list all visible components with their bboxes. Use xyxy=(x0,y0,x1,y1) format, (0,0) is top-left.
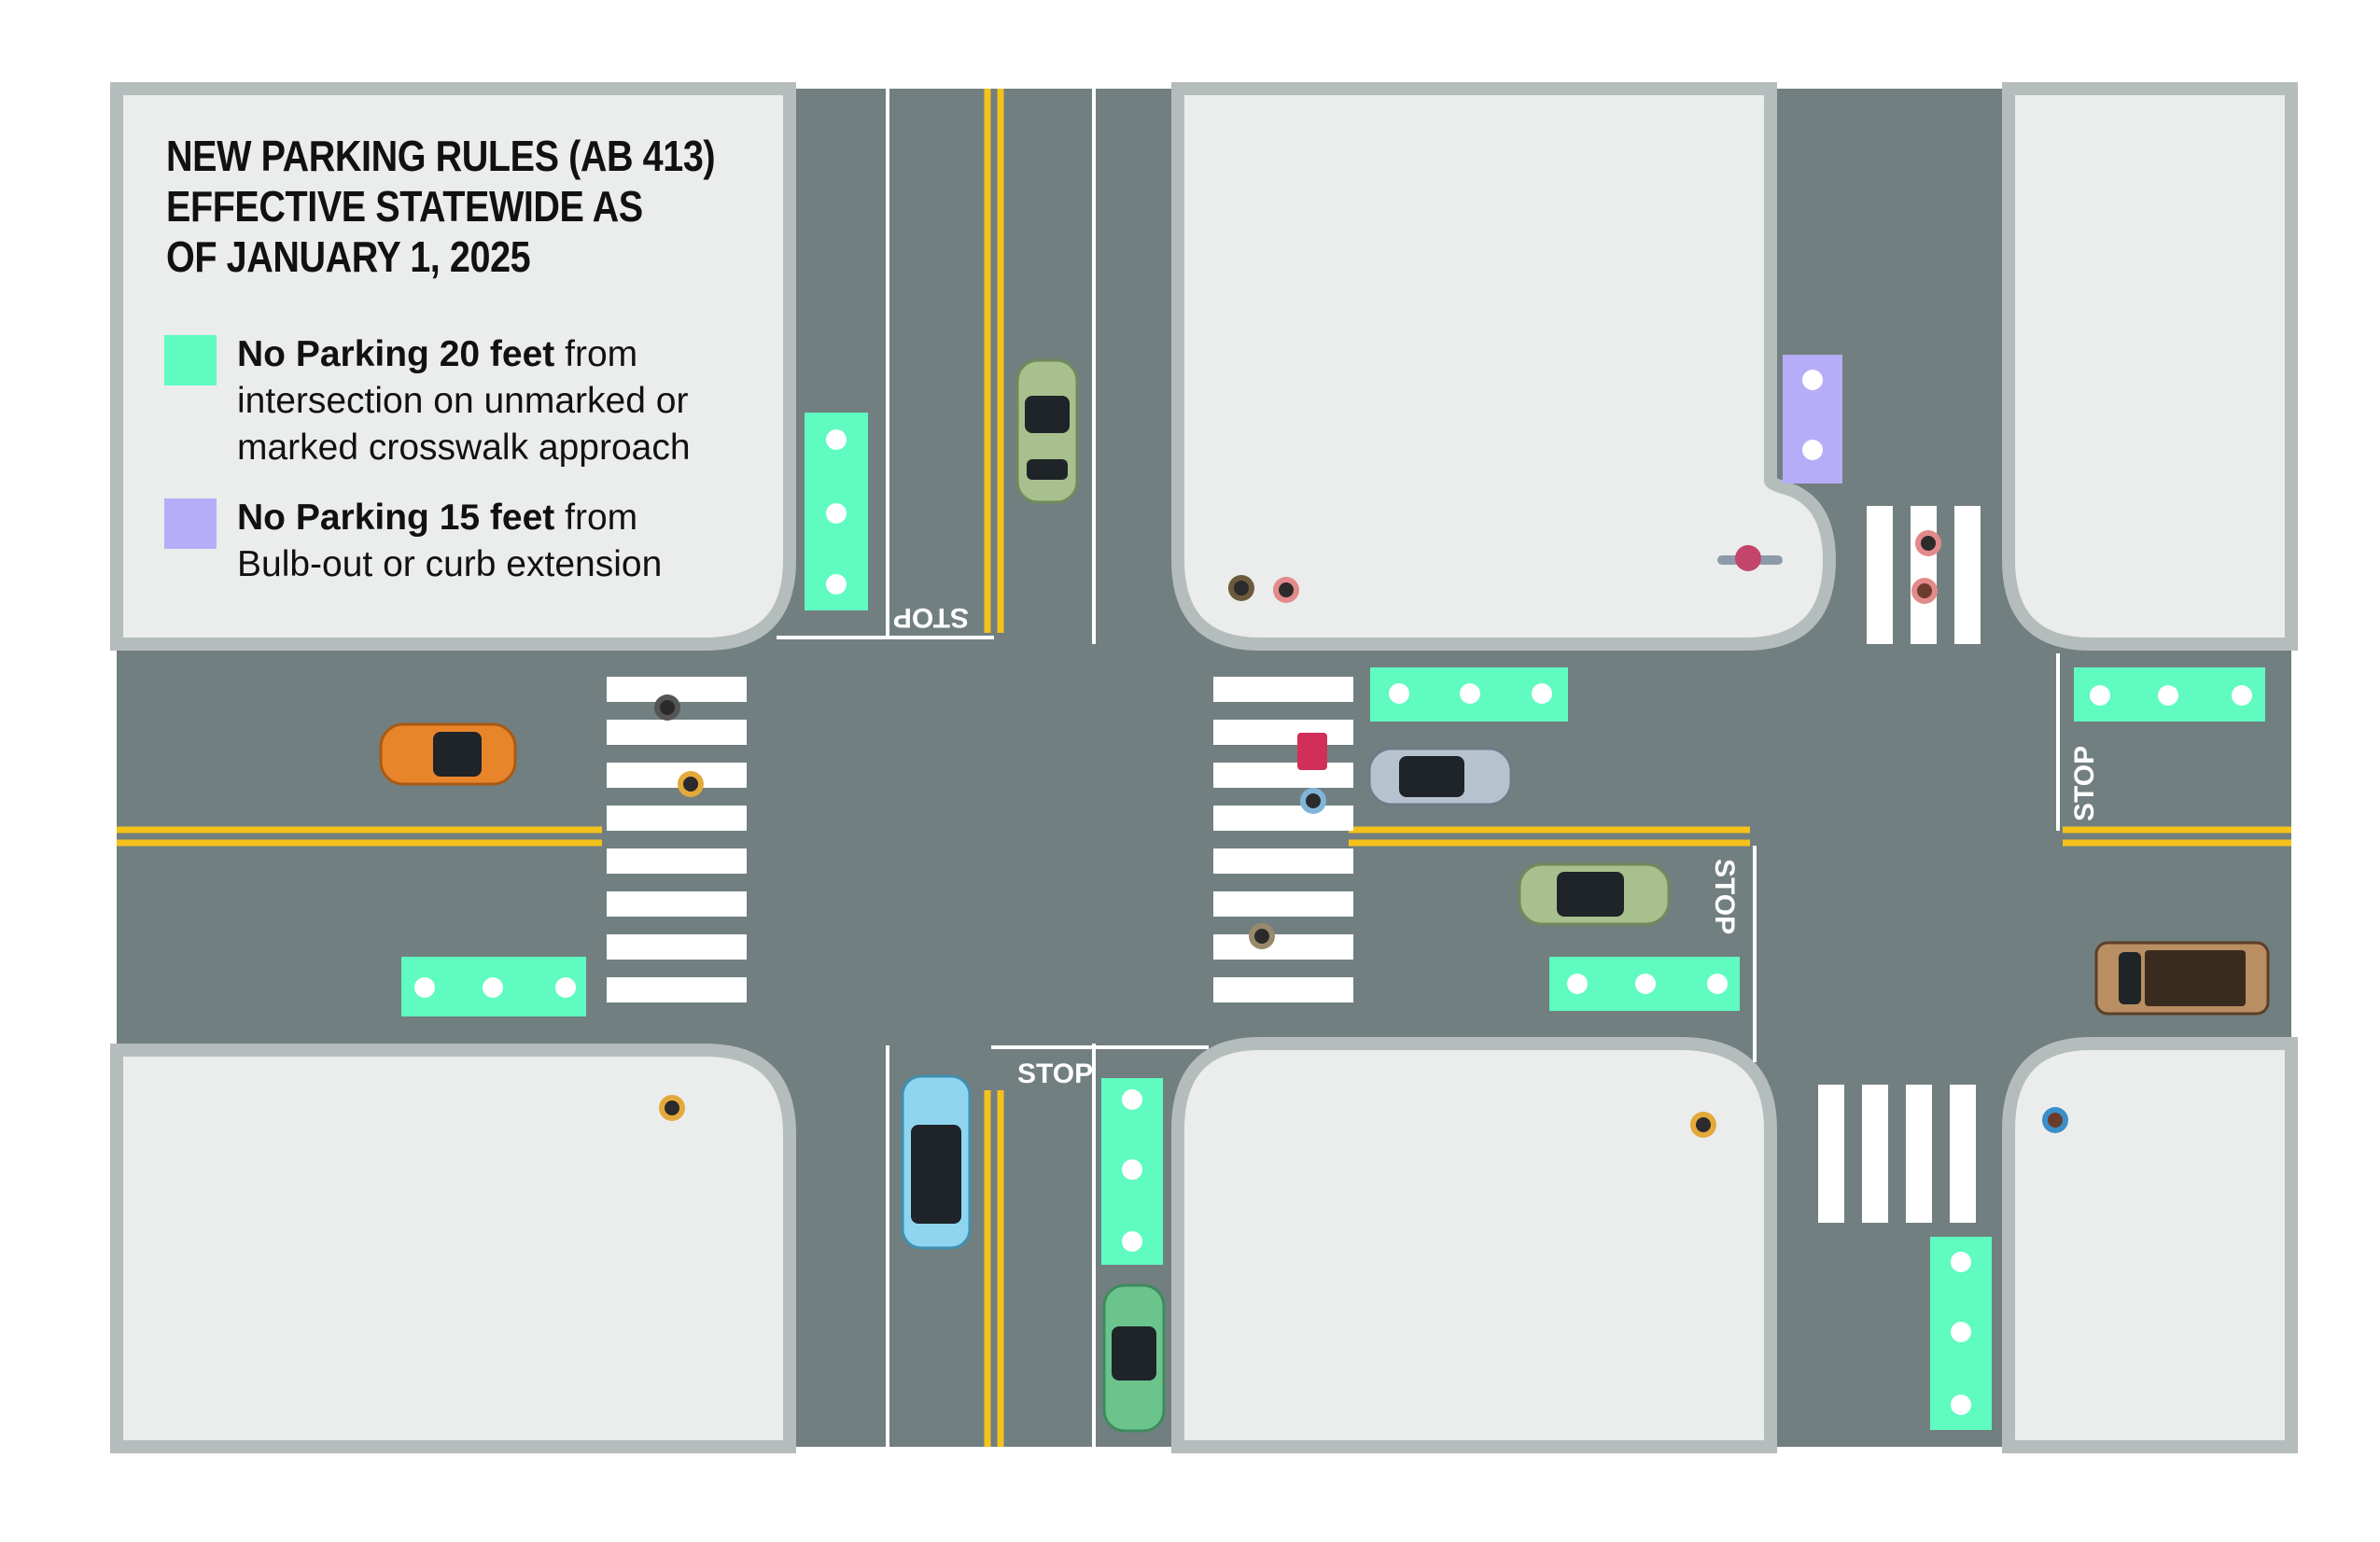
stop-marking-bottom: STOP xyxy=(1017,1058,1093,1089)
pedestrian xyxy=(1273,577,1299,603)
car-green-bottom xyxy=(1102,1283,1166,1433)
sidewalk-bottom-right xyxy=(2002,1037,2298,1453)
legend-20ft-bold: No Parking 20 feet xyxy=(237,334,555,374)
lane-lines xyxy=(777,89,2060,1447)
zone-green-right xyxy=(2074,667,2265,722)
vehicles xyxy=(379,358,2270,1433)
stop-markings: STOP STOP STOP STOP xyxy=(893,602,2100,1089)
stop-marking-top: STOP xyxy=(893,602,969,633)
no-parking-15ft-zone xyxy=(1783,355,1842,484)
pedestrian xyxy=(1228,575,1254,601)
pedestrian xyxy=(1249,923,1275,949)
crosswalk-left xyxy=(607,677,747,1002)
crosswalk-bottom-right xyxy=(1818,1085,1976,1223)
pedestrian xyxy=(2042,1107,2068,1133)
legend-text-20ft: No Parking 20 feet from intersection on … xyxy=(237,331,834,471)
sidewalk-top-left xyxy=(110,82,796,651)
sidewalk-bottom-middle xyxy=(1171,1037,1777,1453)
zone-green-bottom-right xyxy=(1930,1237,1992,1430)
car-green-center xyxy=(1518,862,1671,926)
zone-green-top-left xyxy=(805,413,868,610)
page-title: NEW PARKING RULES (AB 413) EFFECTIVE STA… xyxy=(166,131,728,282)
crosswalk-top-right xyxy=(1867,506,1981,644)
zone-green-center-top xyxy=(1370,667,1568,722)
pedestrian xyxy=(654,694,680,721)
zone-green-center-bottom xyxy=(1549,957,1740,1011)
legend-text-15ft: No Parking 15 feet from Bulb-out or curb… xyxy=(237,495,834,588)
title-line-3: OF JANUARY 1, 2025 xyxy=(166,232,531,281)
car-orange-left xyxy=(379,722,517,786)
pedestrian xyxy=(659,1095,685,1121)
stop-marking-right: STOP xyxy=(2069,746,2100,821)
pedestrian xyxy=(1915,530,1941,556)
zone-green-bottom-center xyxy=(1101,1078,1163,1265)
pedestrian xyxy=(1690,1112,1716,1138)
pedestrian xyxy=(1911,578,1938,604)
pedestrian xyxy=(1300,788,1326,814)
car-green-top xyxy=(1015,358,1079,504)
sidewalk-blocks xyxy=(110,82,2298,1453)
legend-15ft-rest: from xyxy=(554,498,638,538)
cyclist xyxy=(1717,545,1783,571)
no-parking-20ft-zones xyxy=(401,413,2265,1430)
stroller xyxy=(1297,733,1327,770)
pedestrians xyxy=(654,530,2068,1138)
car-silver-center xyxy=(1367,747,1513,806)
legend-15ft-bold: No Parking 15 feet xyxy=(237,498,555,538)
van-blue-bottom xyxy=(901,1074,972,1250)
sidewalk-top-middle xyxy=(1171,82,1837,651)
crosswalk-center xyxy=(1213,677,1353,1002)
legend-20ft-line3: marked crosswalk approach xyxy=(237,428,691,468)
legend-swatch-green xyxy=(164,335,217,386)
legend-20ft-line2: intersection on unmarked or xyxy=(237,381,689,421)
zone-green-left xyxy=(401,957,586,1016)
title-line-1: NEW PARKING RULES (AB 413) xyxy=(166,132,716,180)
sidewalk-bottom-left xyxy=(110,1044,796,1453)
sidewalk-top-right xyxy=(2002,82,2298,651)
legend-swatch-purple xyxy=(164,498,217,549)
pedestrian xyxy=(678,771,704,797)
legend-20ft-rest: from xyxy=(554,334,638,374)
truck-brown-right xyxy=(2094,941,2270,1016)
legend-15ft-line2: Bulb-out or curb extension xyxy=(237,544,663,584)
center-lines xyxy=(117,89,2291,1447)
title-line-2: EFFECTIVE STATEWIDE AS xyxy=(166,182,643,231)
stop-marking-center-right: STOP xyxy=(1709,859,1740,934)
